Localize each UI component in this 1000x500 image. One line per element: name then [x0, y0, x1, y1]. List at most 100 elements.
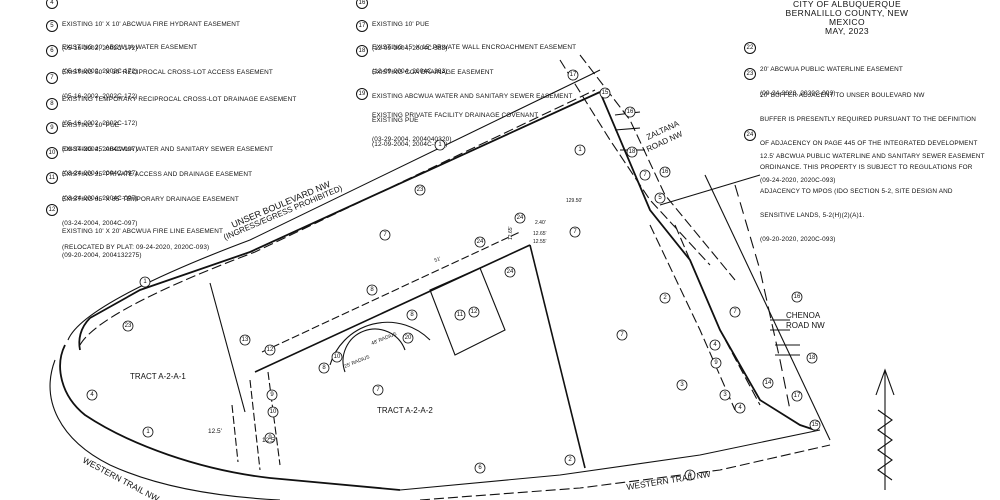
callout-label: 17 — [794, 393, 801, 399]
dimension-label: 48' RADIUS — [371, 331, 399, 347]
callout-marker: 23 — [122, 320, 134, 332]
callout-marker: 7 — [729, 306, 741, 318]
callout-label: 14 — [765, 380, 772, 386]
callout-marker: 17 — [791, 390, 803, 402]
note-title: EXISTING TEMPORARY RECIPROCAL CROSS-LOT … — [62, 96, 297, 103]
dimension-label: 12.55' — [533, 239, 547, 245]
note-title: EXISTING 10' X 20' ABCWUA FIRE LINE EASE… — [62, 228, 224, 235]
callout-marker: 1 — [142, 426, 154, 438]
note-line: (05-16-2002, 2002C-172) — [62, 120, 138, 127]
callout-marker: 3 — [676, 379, 688, 391]
note-line: BUFFER IS PRESENTLY REQUIRED PURSUANT TO… — [760, 116, 976, 123]
callout-label: 4 — [738, 405, 742, 411]
callout-marker: 10 — [331, 351, 343, 363]
callout-label: 3 — [723, 392, 727, 398]
callout-marker: 18 — [806, 352, 818, 364]
property-boundary-north — [89, 91, 601, 319]
easement-note: 12 EXISTING 10' X 20' ABCWUA FIRE LINE E… — [46, 204, 224, 276]
callout-label: 7 — [643, 172, 647, 178]
street-label-unser-sub: (INGRESS/EGRESS PROHIBITED) — [222, 183, 344, 241]
callout-label: 7 — [376, 387, 380, 393]
callout-marker: 1 — [139, 276, 151, 288]
note-number: 22 — [744, 42, 756, 54]
callout-label: 9 — [268, 435, 272, 441]
radius-arc-48 — [329, 321, 431, 366]
tract-label-a2: TRACT A-2-A-2 — [377, 406, 433, 415]
note-title: EXISTING 20' ABCWUA WATER EASEMENT — [62, 44, 198, 51]
note-line: EXISTING ABCWUA WATER AND SANITARY SEWER… — [372, 93, 573, 100]
street-label-chenoa-2: ROAD NW — [786, 321, 825, 330]
note-line: ADJACENCY TO MPOS (IDO SECTION 5-2, SITE… — [760, 188, 953, 195]
note-number: 8 — [46, 98, 58, 110]
callout-marker: 9 — [264, 432, 276, 444]
callout-label: 24 — [517, 215, 524, 221]
note-title: EXISTING 10' X 10' ABCWUA FIRE HYDRANT E… — [62, 21, 241, 28]
note-line: (09-24-2020, 2020C-093) — [760, 90, 836, 97]
access-easement-band-4 — [231, 404, 239, 463]
western-trail-edge-right — [399, 429, 821, 491]
note-title: 20' BUFFER ADJACENT TO UNSER BOULEVARD N… — [760, 92, 925, 99]
note-number: 18 — [356, 45, 368, 57]
note-title: EXISTING 10' PUE — [372, 21, 430, 28]
callout-label: 7 — [620, 332, 624, 338]
drainage-easement-box — [429, 267, 506, 356]
note-number: 23 — [744, 68, 756, 80]
callout-marker: 6 — [684, 469, 696, 481]
street-label-chenoa-1: CHENOA — [786, 311, 821, 320]
callout-marker: 12 — [468, 306, 480, 318]
callout-label: 1 — [438, 142, 442, 148]
note-number: 19 — [356, 88, 368, 100]
easement-note: 9 EXISTING 25' ABCWUA WATER AND SANITARY… — [46, 122, 274, 194]
note-number: 5 — [46, 20, 58, 32]
interior-lot-line-2 — [529, 244, 586, 469]
note-number: 6 — [46, 45, 58, 57]
callout-marker: 17 — [567, 69, 579, 81]
note-number: 17 — [356, 20, 368, 32]
callout-label: 16 — [662, 169, 669, 175]
note-number: 11 — [46, 172, 58, 184]
note-title: EXISTING 15' X 15' PRIVATE WALL ENCROACH… — [372, 44, 577, 51]
callout-label: 20 — [405, 335, 412, 341]
callout-label: 4 — [713, 342, 717, 348]
easement-note: 8 EXISTING 10' PUE (03-24-2004, 2004C-09… — [46, 98, 138, 170]
note-title: EXISTING 25' ABCWUA WATER AND SANITARY S… — [62, 146, 274, 153]
callout-label: 16 — [627, 109, 634, 115]
easement-note: 7 EXISTING TEMPORARY RECIPROCAL CROSS-LO… — [46, 72, 297, 144]
easement-note: 18 EXISTING COA DRAINAGE EASEMENT EXISTI… — [356, 45, 573, 165]
note-title: EXISTING COA DRAINAGE EASEMENT — [372, 69, 494, 76]
callout-marker: 16 — [624, 106, 636, 118]
access-easement-band — [261, 231, 521, 353]
callout-label: 2 — [663, 295, 667, 301]
callout-marker: 13 — [239, 334, 251, 346]
title-line-1: CITY OF ALBUQUERQUE — [792, 0, 902, 9]
tract-divider — [209, 282, 246, 413]
north-arrow-zigzag — [877, 409, 893, 481]
callout-marker: 12 — [264, 344, 276, 356]
note-line: (09-20-2004, 2004132275) — [62, 252, 142, 259]
note-title: EXISTING 50' X 30' RECIPROCAL CROSS-LOT … — [62, 69, 273, 76]
callout-label: 5 — [658, 195, 662, 201]
street-label-western-left: WESTERN TRAIL NW — [81, 455, 161, 500]
callout-label: 8 — [370, 287, 374, 293]
easement-note: 24 12.5' ABCWUA PUBLIC WATERLINE AND SAN… — [744, 129, 985, 201]
callout-label: 10 — [270, 409, 277, 415]
dimension-label: 12.65' — [533, 231, 547, 237]
easement-note: 11 EXISTING 85' X 85' TEMPORARY DRAINAGE… — [46, 172, 239, 268]
title-block: CITY OF ALBUQUERQUE BERNALILLO COUNTY, N… — [772, 0, 922, 36]
callout-marker: 14 — [762, 377, 774, 389]
note-line: (12-09-2004, 2004C-383) — [372, 141, 448, 148]
easement-note: 19 EXISTING PRIVATE FACILITY DRAINAGE CO… — [356, 88, 538, 160]
callout-marker: 3 — [719, 389, 731, 401]
easement-note: 17 EXISTING 15' X 15' PRIVATE WALL ENCRO… — [356, 20, 577, 92]
note-title: 20' ABCWUA PUBLIC WATERLINE EASEMENT — [760, 66, 903, 73]
right-dashed-boundary — [734, 184, 791, 411]
callout-label: 1 — [146, 429, 150, 435]
callout-marker: 8 — [366, 284, 378, 296]
callout-marker: 7 — [379, 229, 391, 241]
note-number: 24 — [744, 129, 756, 141]
east-easement-dashed — [649, 224, 736, 411]
callout-marker: 1 — [434, 139, 446, 151]
note-number: 7 — [46, 72, 58, 84]
note-line: (05-16-2002, 2002C-172) — [62, 45, 138, 52]
upper-right-line — [659, 174, 761, 206]
